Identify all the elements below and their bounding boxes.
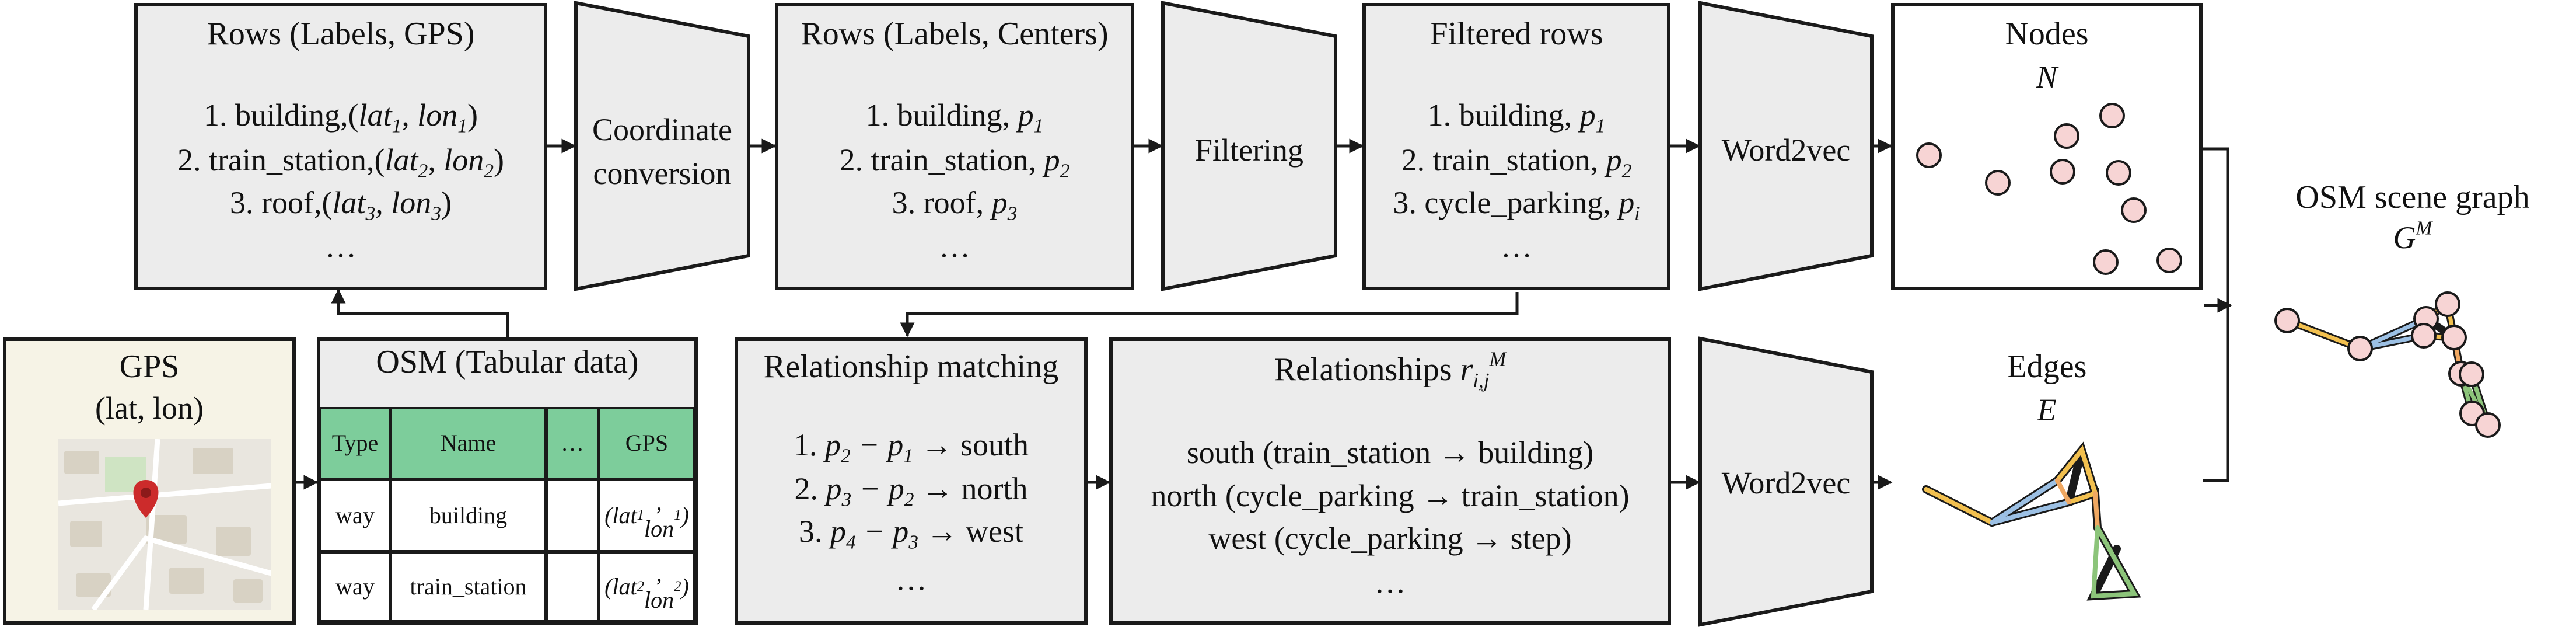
arrow-osm-to-rows [331, 288, 509, 337]
rows-centers-ellipsis: … [939, 229, 970, 264]
osm-header-name: Name [390, 407, 546, 479]
nodes-scatter [1916, 103, 2182, 275]
rows-gps-box [134, 3, 547, 290]
nodes-title: Nodes [2005, 16, 2089, 52]
matching-title: Relationship matching [763, 349, 1059, 385]
filtered-item-3: 3. cycle_parking, pi [1393, 185, 1640, 225]
matching-ellipsis: … [895, 562, 927, 597]
filtering-label: Filtering [1195, 133, 1303, 168]
gps-title: GPS [119, 349, 180, 385]
rows-gps-ellipsis: … [325, 229, 356, 264]
relationships-item-1: south (train_station → building) [1186, 435, 1594, 470]
rows-centers-title: Rows (Labels, Centers) [801, 16, 1109, 52]
edges-drawing [1922, 441, 2141, 601]
osm-table-title: OSM (Tabular data) [376, 344, 639, 380]
edges-symbol: E [2037, 392, 2057, 427]
matching-item-2: 2. p3 − p2 → north [794, 471, 1028, 511]
w2v-bottom-label: Word2vec [1721, 465, 1851, 500]
osm-row2-type: way [320, 552, 390, 622]
osm-row1-ellipsis [546, 479, 599, 552]
scene-graph-symbol: GM [2393, 217, 2432, 255]
matching-box [735, 337, 1088, 625]
nodes-symbol: N [2036, 60, 2058, 95]
filtered-item-2: 2. train_station, p2 [1401, 142, 1632, 182]
arrow-filtered-to-matching [900, 292, 1519, 337]
osm-row1-name: building [390, 479, 546, 552]
rows-centers-box [775, 3, 1134, 290]
osm-row1-type: way [320, 479, 390, 552]
scene-graph-drawing [2274, 291, 2501, 438]
osm-row2-ellipsis [546, 552, 599, 622]
edges-title: Edges [2007, 349, 2087, 385]
coordinate-conversion-block [574, 1, 750, 291]
scene-graph-title: OSM scene graph [2295, 179, 2530, 215]
w2v-top-label: Word2vec [1721, 133, 1851, 168]
filtered-rows-box [1362, 3, 1670, 290]
filtered-rows-title: Filtered rows [1429, 16, 1603, 52]
rows-gps-title: Rows (Labels, GPS) [207, 16, 475, 52]
osm-header-gps: GPS [599, 407, 695, 479]
osm-header-type: Type [320, 407, 390, 479]
gps-map-image [58, 439, 271, 610]
rows-gps-item-2: 2. train_station,(lat2, lon2) [177, 142, 504, 182]
rows-centers-item-3: 3. roof, p3 [892, 185, 1018, 225]
rows-centers-item-1: 1. building, p1 [865, 98, 1044, 137]
relationships-item-2: north (cycle_parking → train_station) [1151, 478, 1630, 513]
matching-item-3: 3. p4 − p3 → west [799, 514, 1023, 554]
relationships-box [1109, 337, 1671, 625]
nodes-box [1891, 3, 2203, 290]
filtered-item-1: 1. building, p1 [1427, 98, 1606, 137]
rows-gps-item-3: 3. roof,(lat3, lon3) [230, 185, 452, 225]
word2vec-bottom-block [1698, 336, 1874, 627]
relationships-ellipsis: … [1374, 565, 1406, 600]
connector-nodes [2203, 147, 2229, 482]
relationships-title: Relationships ri,jM [1274, 347, 1507, 392]
word2vec-top-block [1698, 1, 1874, 291]
filtering-block [1161, 1, 1337, 291]
rows-centers-item-2: 2. train_station, p2 [839, 142, 1070, 182]
osm-row2-name: train_station [390, 552, 546, 622]
coord-label-1: Coordinate [592, 112, 732, 147]
coord-label-2: conversion [593, 156, 732, 191]
gps-subtitle: (lat, lon) [95, 391, 204, 426]
matching-item-1: 1. p2 − p1 → south [794, 427, 1029, 467]
osm-header-ellipsis: … [546, 407, 599, 479]
filtered-ellipsis: … [1501, 229, 1532, 264]
relationships-item-3: west (cycle_parking → step) [1208, 521, 1572, 556]
rows-gps-item-1: 1. building,(lat1, lon1) [204, 98, 478, 137]
